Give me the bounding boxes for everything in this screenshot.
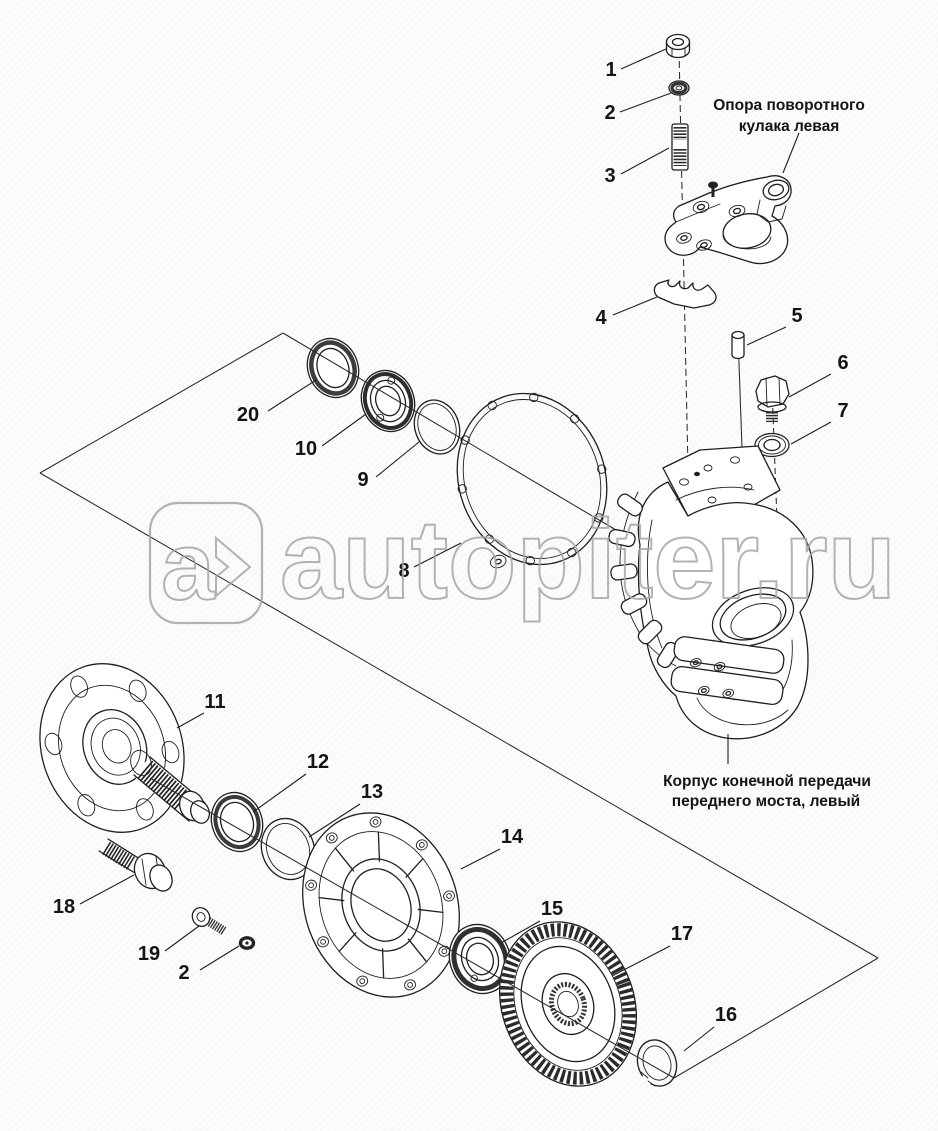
callout-8: 8 — [398, 542, 462, 582]
part-nut-1 — [665, 33, 691, 59]
svg-text:переднего моста, левый: переднего моста, левый — [672, 793, 860, 810]
frame-line-right-lower — [673, 957, 879, 1079]
svg-text:6: 6 — [837, 352, 848, 374]
callout-14: 14 — [460, 826, 524, 870]
svg-text:Корпус конечной передачи: Корпус конечной передачи — [663, 773, 871, 790]
svg-text:4: 4 — [595, 307, 607, 329]
callouts-layer: 1 2 3 4 5 6 7 8 9 10 20 11 12 13 14 15 1… — [53, 48, 849, 1052]
callout-16: 16 — [683, 1004, 737, 1052]
callout-2: 2 — [604, 92, 672, 124]
callout-15: 15 — [500, 898, 563, 944]
watermark: a autopiter.ru — [148, 496, 897, 625]
svg-text:9: 9 — [357, 469, 368, 491]
axis-lower-train — [149, 777, 675, 1079]
callout-12: 12 — [252, 751, 329, 813]
part-bolt-19 — [191, 907, 227, 935]
svg-text:8: 8 — [398, 560, 409, 582]
part-gasket-8 — [456, 392, 608, 569]
frame-line-long — [39, 472, 879, 959]
part-lock-plate-4 — [653, 279, 717, 309]
part-hub-11 — [39, 663, 210, 833]
svg-text:5: 5 — [791, 305, 802, 327]
frame-line-left-upper — [39, 332, 284, 474]
svg-text:кулака левая: кулака левая — [739, 118, 840, 135]
part-nut-2b — [238, 936, 256, 950]
callout-3: 3 — [604, 147, 670, 187]
svg-text:16: 16 — [715, 1004, 737, 1026]
part-pin-5 — [731, 330, 745, 360]
svg-text:Опора поворотного: Опора поворотного — [713, 97, 865, 114]
svg-text:1: 1 — [605, 59, 616, 81]
svg-text:17: 17 — [671, 923, 693, 945]
callout-2b: 2 — [178, 945, 240, 984]
part-bearing-10 — [360, 369, 416, 433]
watermark-logo-box — [148, 501, 264, 625]
svg-text:10: 10 — [295, 438, 317, 460]
annotation-housing: Корпус конечной передачи переднего моста… — [663, 734, 871, 810]
callout-11: 11 — [176, 691, 226, 729]
svg-text:19: 19 — [138, 943, 160, 965]
part-stud-3 — [671, 123, 689, 171]
parts-layer — [39, 33, 814, 1087]
svg-text:11: 11 — [204, 691, 225, 713]
callout-19: 19 — [138, 925, 200, 965]
svg-text:2: 2 — [604, 102, 615, 124]
part-washer-12 — [210, 791, 264, 853]
part-bevel-gear-17 — [498, 921, 638, 1087]
svg-text:12: 12 — [307, 751, 329, 773]
part-final-drive-housing — [608, 445, 814, 740]
svg-text:13: 13 — [361, 781, 383, 803]
callout-13: 13 — [308, 781, 383, 838]
part-bolt-18 — [98, 838, 173, 892]
watermark-site-text: autopiter.ru — [280, 497, 896, 622]
callout-17: 17 — [611, 923, 693, 977]
part-seal-ring-20 — [306, 337, 360, 399]
svg-text:20: 20 — [237, 404, 259, 426]
svg-text:7: 7 — [837, 400, 848, 422]
callout-7: 7 — [790, 400, 849, 445]
part-bearing-15 — [448, 923, 512, 995]
part-steering-knuckle-support — [664, 175, 792, 265]
part-ring-9 — [413, 399, 461, 455]
svg-text:15: 15 — [541, 898, 563, 920]
callout-4: 4 — [595, 296, 658, 329]
annotation-support: Опора поворотного кулака левая — [713, 97, 865, 174]
part-ring-13 — [260, 817, 316, 881]
callout-10: 10 — [295, 413, 367, 460]
axis-upper-train — [282, 332, 617, 531]
part-plug-6 — [755, 375, 790, 422]
watermark-logo-chevron — [215, 535, 252, 599]
callout-1: 1 — [605, 48, 667, 81]
callout-9: 9 — [357, 441, 420, 491]
construction-lines — [39, 332, 879, 1079]
svg-text:14: 14 — [501, 826, 524, 848]
part-washer-7 — [754, 432, 790, 458]
callout-6: 6 — [788, 352, 849, 398]
part-cover-14 — [302, 812, 460, 998]
watermark-logo-letter: a — [161, 513, 215, 620]
part-washer-2 — [668, 80, 690, 96]
callout-20: 20 — [237, 379, 317, 426]
callout-18: 18 — [53, 874, 135, 918]
svg-text:2: 2 — [178, 962, 189, 984]
svg-text:3: 3 — [604, 165, 615, 187]
part-snap-ring-16 — [636, 1039, 678, 1087]
svg-text:18: 18 — [53, 896, 75, 918]
callout-5: 5 — [746, 305, 803, 346]
